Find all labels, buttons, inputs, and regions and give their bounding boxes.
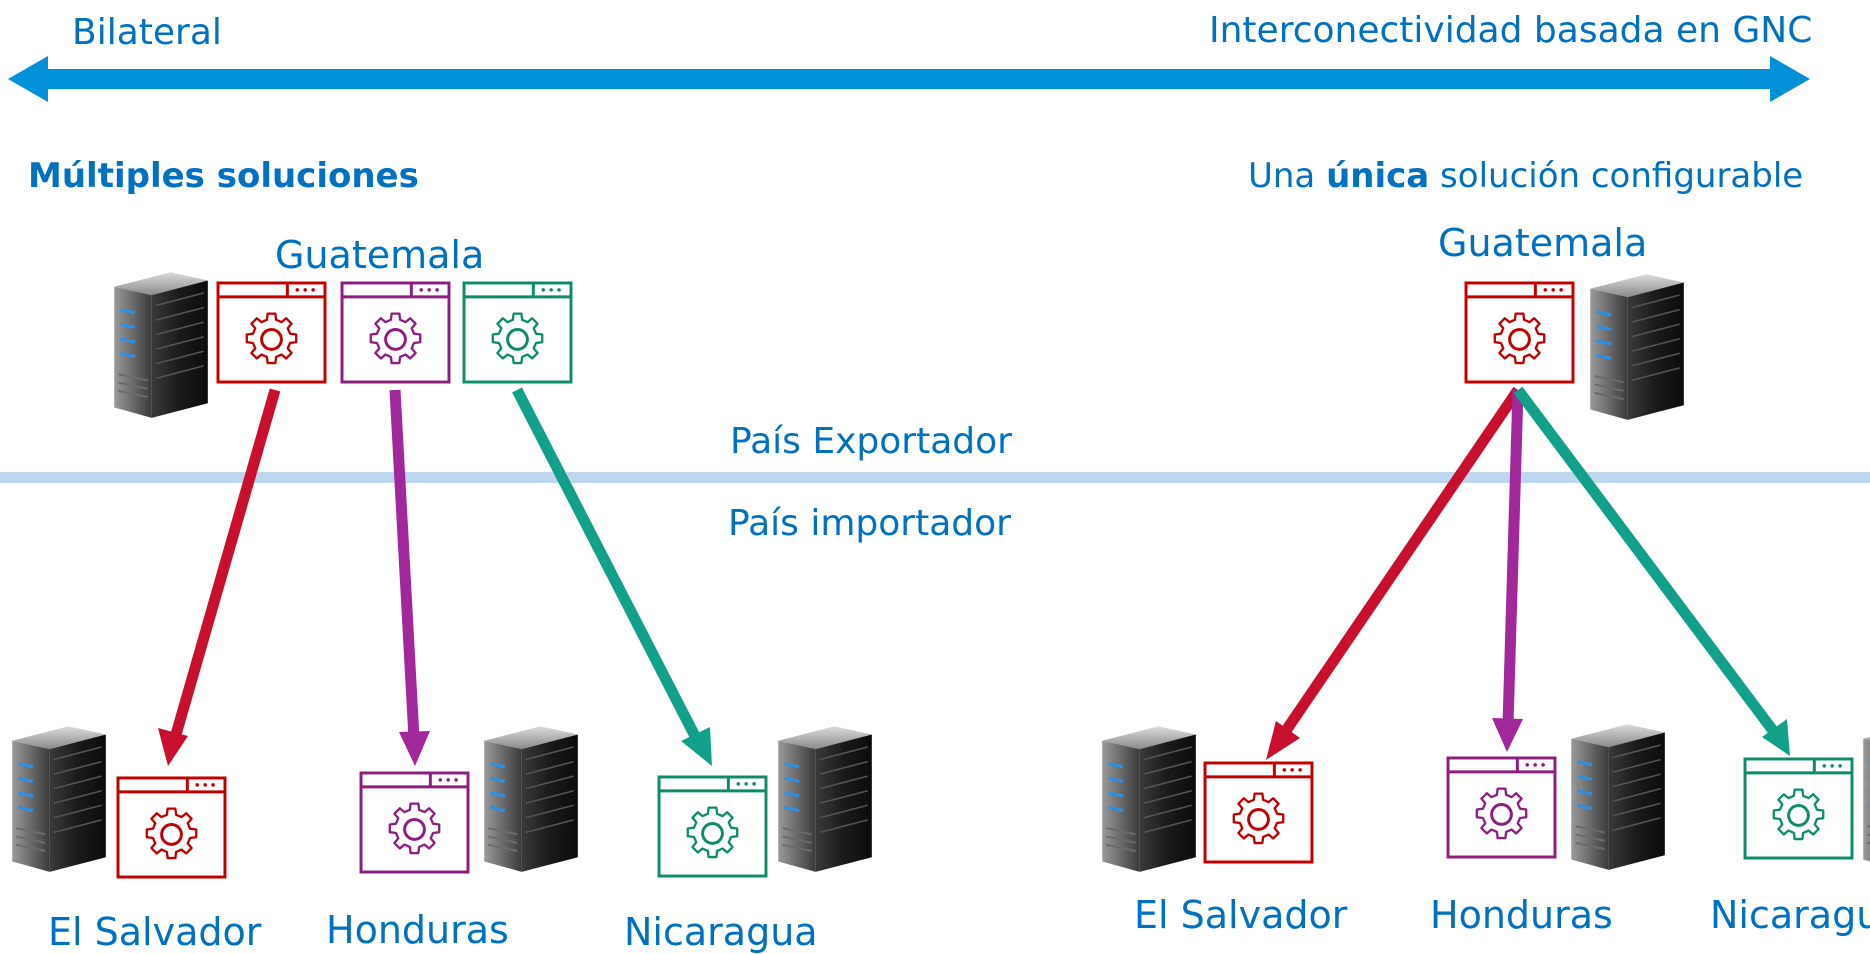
exporter-country-label: País Exportador (730, 421, 1012, 462)
left-nicaragua-server-icon (776, 724, 874, 874)
importer-country-label: País importador (728, 503, 1011, 544)
left-exporter-label: Guatemala (275, 233, 484, 277)
left-exporter-server-icon (112, 270, 210, 420)
right-el-salvador-label: El Salvador (1134, 893, 1348, 937)
right-el-salvador-server-icon (1100, 724, 1198, 874)
left-arrow-el-salvador (158, 388, 281, 766)
right-arrow-el-salvador (1266, 386, 1523, 760)
right-heading-suffix: solución configurable (1429, 156, 1803, 196)
left-exporter-app-teal-icon (462, 281, 573, 384)
left-honduras-server-icon (482, 724, 580, 874)
right-honduras-app-icon (1446, 756, 1557, 859)
spectrum-right-label: Interconectividad basada en GNC (1209, 10, 1812, 51)
left-el-salvador-label: El Salvador (48, 910, 262, 954)
left-el-salvador-app-icon (116, 776, 227, 879)
left-nicaragua-label: Nicaragua (624, 910, 818, 954)
right-panel-heading: Una única solución configurable (1248, 156, 1803, 196)
left-honduras-app-icon (359, 771, 470, 874)
right-exporter-label: Guatemala (1438, 221, 1647, 265)
right-el-salvador-app-icon (1203, 761, 1314, 864)
right-honduras-label: Honduras (1430, 893, 1613, 937)
right-exporter-server-icon (1588, 272, 1686, 422)
left-arrow-nicaragua (512, 387, 712, 766)
spectrum-arrow (8, 56, 1810, 102)
right-nicaragua-app-icon (1743, 757, 1854, 860)
spectrum-left-label: Bilateral (72, 12, 222, 53)
left-nicaragua-app-icon (657, 775, 768, 878)
right-arrow-nicaragua (1513, 386, 1790, 756)
left-honduras-label: Honduras (326, 908, 509, 952)
right-honduras-server-icon (1569, 722, 1667, 872)
left-arrow-honduras (389, 389, 430, 766)
left-el-salvador-server-icon (10, 724, 108, 874)
right-heading-bold: única (1326, 156, 1429, 196)
right-exporter-app-icon (1464, 281, 1575, 384)
right-nicaragua-label: Nicaragua (1710, 893, 1870, 937)
left-exporter-app-purple-icon (340, 281, 451, 384)
right-heading-prefix: Una (1248, 156, 1326, 196)
left-panel-heading: Múltiples soluciones (28, 156, 419, 196)
left-exporter-app-red-icon (216, 281, 327, 384)
exporter-importer-divider (0, 472, 1870, 483)
right-arrow-honduras (1492, 389, 1524, 752)
right-nicaragua-server-icon (1861, 722, 1870, 872)
